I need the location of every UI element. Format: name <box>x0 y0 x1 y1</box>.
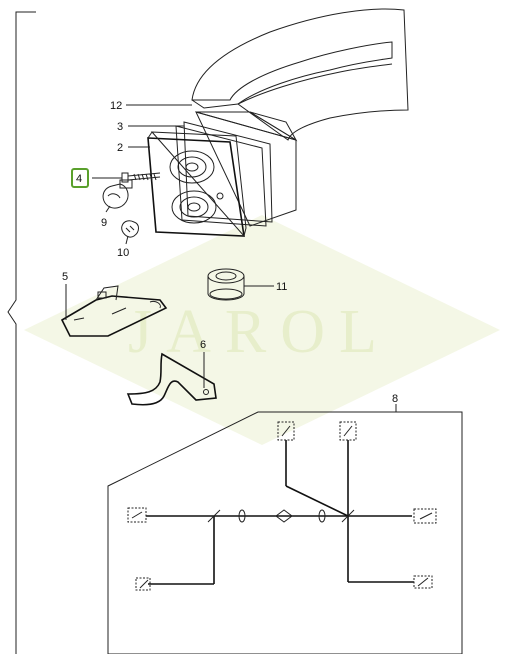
callout-2[interactable]: 2 <box>117 142 123 154</box>
rubber-grommet-icon <box>207 268 245 301</box>
mounting-bracket <box>60 285 168 337</box>
group-bracket <box>7 11 36 654</box>
callout-11[interactable]: 11 <box>276 281 287 293</box>
callout-4[interactable]: 4 <box>76 173 82 185</box>
callout-5[interactable]: 5 <box>62 271 68 283</box>
gasket-frames <box>175 121 273 227</box>
lamp-housing <box>195 111 298 227</box>
watermark-text: JAROL <box>128 298 391 366</box>
wiring-harness-inset <box>107 411 463 654</box>
callout-9[interactable]: 9 <box>101 217 107 229</box>
tail-lamp-bulb-icon <box>102 179 133 209</box>
callout-12[interactable]: 12 <box>110 100 122 112</box>
callout-8[interactable]: 8 <box>392 393 398 405</box>
lens-screw <box>121 172 161 183</box>
fender-arm <box>191 8 409 141</box>
callout-10[interactable]: 10 <box>117 247 129 259</box>
callout-6[interactable]: 6 <box>200 339 206 351</box>
callout-labels: 12 3 2 4 9 10 5 11 6 8 <box>62 100 398 405</box>
selected-part-highlight <box>71 168 89 188</box>
callout-3[interactable]: 3 <box>117 121 123 133</box>
watermark: JAROL <box>24 215 500 445</box>
wedge-bulb-icon <box>121 220 139 238</box>
lamp-lens <box>147 131 247 238</box>
leader-lines <box>65 104 397 412</box>
retaining-clip <box>126 352 217 406</box>
